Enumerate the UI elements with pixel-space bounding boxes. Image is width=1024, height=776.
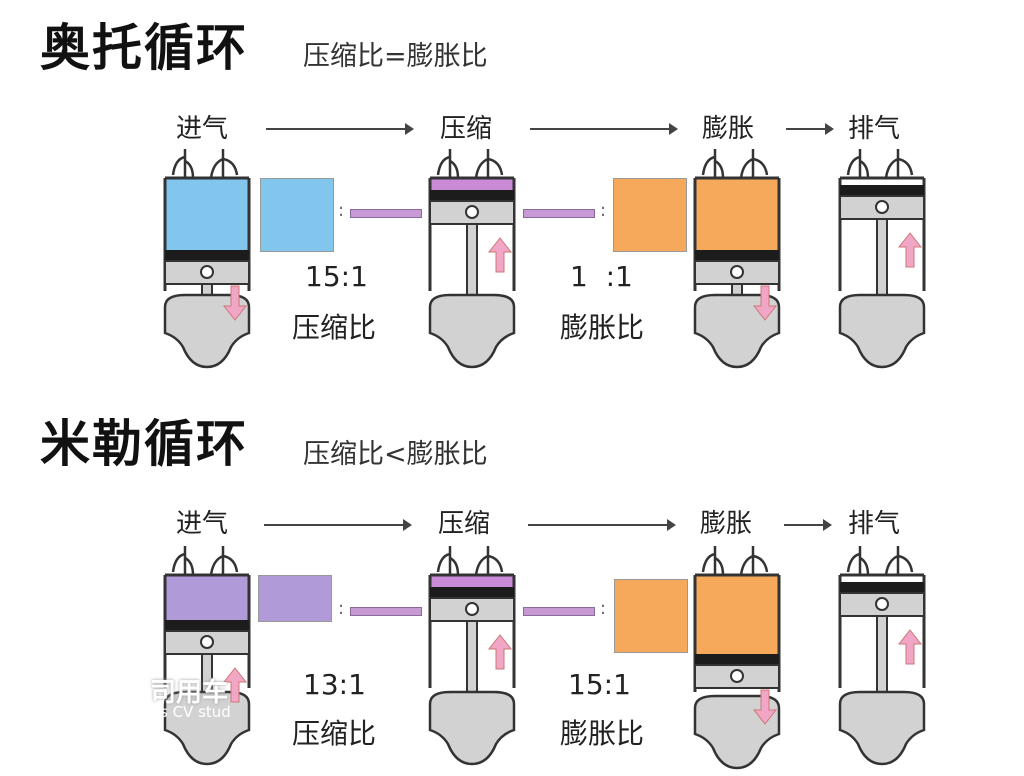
arrow-up-icon (487, 634, 513, 670)
otto-compression-ratio: 15:1 (305, 260, 368, 293)
colon: : (600, 200, 607, 221)
otto-subtitle: 压缩比=膨胀比 (303, 41, 488, 72)
piston-pin (200, 265, 214, 279)
miller-expanded-volume (614, 579, 688, 653)
miller-arrow-1 (264, 519, 412, 531)
otto-compressed-volume (350, 209, 422, 218)
connecting-rod (201, 283, 213, 296)
otto-exhaust-engine (838, 149, 926, 369)
colon: : (338, 598, 345, 619)
valves-icon (701, 546, 769, 576)
valves-icon (436, 546, 504, 576)
otto-expansion-ratio: 1 :1 (570, 260, 633, 293)
miller-title: 米勒循环 (40, 415, 248, 473)
combustion-chamber (165, 178, 249, 250)
combustion-chamber (430, 575, 514, 587)
miller-intake-engine (163, 546, 251, 766)
otto-arrow-3 (786, 123, 834, 135)
piston-ring (165, 620, 249, 631)
miller-expansion-ratio: 15:1 (568, 668, 631, 701)
miller-compressed-volume (350, 607, 422, 616)
miller-arrow-2 (528, 519, 676, 531)
otto-compression-label: 压缩比 (292, 311, 377, 344)
otto-arrow-2 (530, 123, 678, 135)
miller-arrow-3 (784, 519, 832, 531)
arrow-down-icon (752, 689, 778, 725)
piston-ring (840, 582, 924, 593)
miller-subtitle: 压缩比<膨胀比 (303, 439, 488, 470)
otto-intake-engine (163, 149, 251, 369)
watermark-subtext: s CV stud (160, 703, 231, 721)
piston-ring (695, 654, 779, 665)
arrow-down-icon (752, 285, 778, 321)
combustion-chamber (430, 178, 514, 190)
otto-stage-intake: 进气 (176, 114, 229, 144)
miller-intake-volume (258, 575, 332, 622)
piston-pin (730, 669, 744, 683)
otto-stage-expansion: 膨胀 (702, 114, 755, 144)
piston-pin (465, 602, 479, 616)
crankcase (428, 690, 516, 766)
otto-expansion-engine (693, 149, 781, 369)
arrow-up-icon (897, 232, 923, 268)
otto-compression-engine (428, 149, 516, 369)
colon: : (600, 598, 607, 619)
crankcase (428, 293, 516, 369)
piston-pin (730, 265, 744, 279)
combustion-chamber (695, 575, 779, 654)
miller-stage-expansion: 膨胀 (700, 509, 753, 539)
watermark-text: 司用车 (150, 678, 229, 708)
piston-ring (430, 587, 514, 598)
otto-stage-exhaust: 排气 (848, 114, 901, 144)
connecting-rod (466, 620, 478, 693)
colon: : (338, 200, 345, 221)
connecting-rod (731, 283, 743, 296)
miller-compression-ratio: 13:1 (303, 668, 366, 701)
arrow-up-icon (487, 237, 513, 273)
otto-title: 奥托循环 (40, 19, 248, 77)
valves-icon (171, 149, 239, 179)
miller-expansion-start-volume (523, 607, 595, 616)
piston-ring (695, 250, 779, 261)
miller-expansion-label: 膨胀比 (560, 717, 645, 750)
otto-expansion-label: 膨胀比 (560, 311, 645, 344)
crankcase (163, 293, 251, 369)
combustion-chamber (165, 575, 249, 620)
piston-ring (165, 250, 249, 261)
piston-pin (875, 200, 889, 214)
arrow-up-icon (897, 629, 923, 665)
crankcase (693, 293, 781, 369)
arrow-down-icon (222, 285, 248, 321)
otto-stage-compression: 压缩 (440, 114, 493, 144)
miller-stage-exhaust: 排气 (848, 509, 901, 539)
piston-pin (875, 597, 889, 611)
miller-compression-label: 压缩比 (292, 717, 377, 750)
otto-intake-volume (260, 178, 334, 252)
otto-expanded-volume (613, 178, 687, 252)
valves-icon (436, 149, 504, 179)
valves-icon (846, 546, 914, 576)
crankcase (838, 690, 926, 766)
crankcase (838, 293, 926, 369)
miller-exhaust-engine (838, 546, 926, 766)
otto-expansion-start-volume (523, 209, 595, 218)
connecting-rod (466, 223, 478, 296)
miller-compression-engine (428, 546, 516, 766)
connecting-rod (876, 615, 888, 693)
combustion-chamber (695, 178, 779, 250)
connecting-rod (876, 218, 888, 296)
valves-icon (701, 149, 769, 179)
otto-arrow-1 (266, 123, 414, 135)
valves-icon (846, 149, 914, 179)
miller-expansion-engine (693, 546, 781, 770)
piston-pin (465, 205, 479, 219)
piston-ring (840, 185, 924, 196)
valves-icon (171, 546, 239, 576)
arrow-up-icon (222, 667, 248, 703)
piston-ring (430, 190, 514, 201)
piston-pin (200, 635, 214, 649)
miller-stage-compression: 压缩 (438, 509, 491, 539)
miller-stage-intake: 进气 (176, 509, 229, 539)
